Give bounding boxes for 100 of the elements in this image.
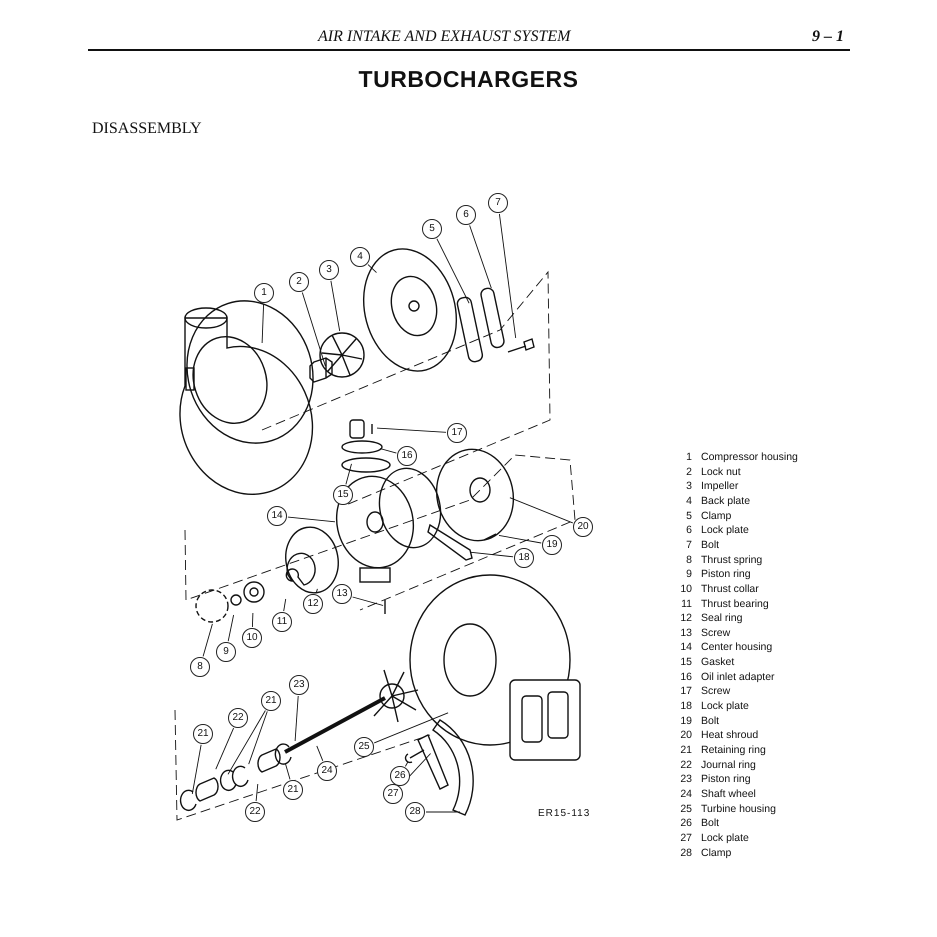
part-number: 2 bbox=[685, 466, 692, 479]
leader-line bbox=[404, 761, 408, 767]
callout-number: 21 bbox=[193, 724, 213, 744]
section-header: AIR INTAKE AND EXHAUST SYSTEM bbox=[318, 28, 570, 46]
part-number: 8 bbox=[685, 554, 692, 567]
callout-number: 15 bbox=[333, 485, 353, 505]
part-name: Impeller bbox=[701, 480, 738, 494]
callout-number: 2 bbox=[289, 272, 309, 292]
callout-number: 20 bbox=[573, 517, 593, 537]
part-name: Retaining ring bbox=[701, 744, 766, 757]
page-number: 9 – 1 bbox=[812, 28, 844, 46]
leader-line bbox=[376, 428, 446, 433]
callout-number: 22 bbox=[228, 708, 248, 728]
callout-number: 16 bbox=[397, 446, 417, 466]
leader-line bbox=[283, 598, 286, 612]
callout-number: 11 bbox=[272, 612, 292, 632]
leader-line bbox=[345, 463, 352, 485]
part-name: Gasket bbox=[701, 656, 734, 670]
part-number: 25 bbox=[679, 802, 692, 816]
leader-line bbox=[498, 534, 542, 544]
part-name: Seal ring bbox=[701, 612, 742, 626]
part-number: 16 bbox=[679, 670, 692, 684]
callout-number: 13 bbox=[332, 584, 352, 604]
leader-line bbox=[379, 448, 397, 454]
leader-line bbox=[202, 623, 213, 657]
part-number: 19 bbox=[679, 714, 692, 728]
leader-line bbox=[498, 213, 516, 338]
part-name: Clamp bbox=[701, 846, 732, 860]
callout-number: 9 bbox=[216, 642, 236, 662]
leader-line bbox=[262, 304, 264, 344]
figure-code: ER15-113 bbox=[538, 808, 590, 819]
callout-number: 21 bbox=[261, 691, 281, 711]
callout-number: 22 bbox=[245, 802, 265, 822]
leader-line bbox=[469, 224, 492, 289]
leader-line bbox=[316, 588, 318, 594]
callout-number: 7 bbox=[488, 193, 508, 213]
leader-line bbox=[374, 712, 449, 744]
part-name: Thrust bearing bbox=[701, 598, 769, 610]
part-number: 18 bbox=[679, 700, 692, 714]
callout-number: 26 bbox=[390, 766, 410, 786]
leader-line bbox=[302, 292, 326, 367]
callout-number: 5 bbox=[422, 219, 442, 239]
part-number: 6 bbox=[685, 524, 692, 538]
page-title: TURBOCHARGERS bbox=[358, 66, 580, 93]
part-name: Piston ring bbox=[701, 568, 751, 582]
callout-number: 27 bbox=[383, 784, 403, 804]
leader-line bbox=[285, 763, 290, 780]
leader-line bbox=[470, 552, 514, 558]
part-name: Piston ring bbox=[701, 773, 751, 786]
leader-line bbox=[228, 614, 234, 642]
callout-number: 18 bbox=[514, 548, 534, 568]
leader-line bbox=[316, 745, 324, 762]
part-number: 20 bbox=[679, 729, 692, 742]
part-number: 12 bbox=[679, 612, 692, 626]
part-name: Screw bbox=[701, 626, 730, 640]
leader-line bbox=[228, 710, 266, 775]
part-name: Thrust collar bbox=[701, 582, 759, 596]
callout-number: 21 bbox=[283, 780, 303, 800]
leader-line bbox=[248, 710, 268, 765]
part-number: 24 bbox=[679, 788, 692, 801]
leader-line bbox=[192, 744, 202, 794]
part-name: Thrust spring bbox=[701, 554, 762, 567]
part-number: 1 bbox=[685, 451, 692, 464]
part-name: Back plate bbox=[701, 494, 750, 508]
callout-number: 28 bbox=[405, 802, 425, 822]
part-name: Bolt bbox=[701, 714, 720, 728]
leader-line bbox=[368, 264, 377, 274]
leader-line bbox=[436, 238, 470, 304]
leader-line bbox=[509, 497, 574, 524]
part-number: 21 bbox=[679, 744, 692, 757]
callout-number: 1 bbox=[254, 283, 274, 303]
part-number: 22 bbox=[679, 758, 692, 772]
leader-line bbox=[294, 696, 299, 742]
part-number: 28 bbox=[679, 846, 692, 860]
part-number: 13 bbox=[679, 626, 692, 640]
part-number: 14 bbox=[679, 641, 692, 654]
leader-line bbox=[330, 280, 340, 332]
leader-line bbox=[252, 612, 254, 628]
part-name: Center housing bbox=[701, 641, 772, 654]
callout-number: 4 bbox=[350, 247, 370, 267]
callout-number: 14 bbox=[267, 506, 287, 526]
leader-line bbox=[256, 784, 258, 802]
part-number: 27 bbox=[679, 832, 692, 845]
part-name: Lock plate bbox=[701, 832, 749, 845]
part-number: 4 bbox=[685, 494, 692, 508]
part-number: 9 bbox=[685, 568, 692, 582]
leader-line bbox=[215, 728, 234, 770]
part-name: Shaft wheel bbox=[701, 788, 756, 801]
part-name: Bolt bbox=[701, 817, 720, 830]
part-name: Journal ring bbox=[701, 758, 756, 772]
part-name: Clamp bbox=[701, 510, 732, 523]
callout-number: 24 bbox=[317, 761, 337, 781]
part-name: Bolt bbox=[701, 538, 720, 552]
leader-line bbox=[352, 596, 384, 606]
callout-number: 12 bbox=[303, 594, 323, 614]
part-name: Heat shroud bbox=[701, 729, 758, 742]
callout-number: 23 bbox=[289, 675, 309, 695]
callout-number: 17 bbox=[447, 423, 467, 443]
part-name: Screw bbox=[701, 685, 730, 698]
callout-number: 6 bbox=[456, 205, 476, 225]
